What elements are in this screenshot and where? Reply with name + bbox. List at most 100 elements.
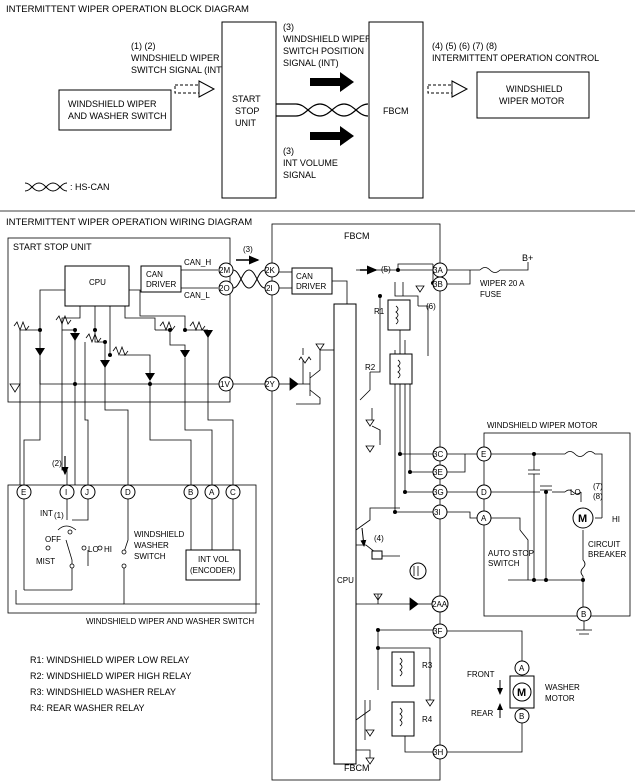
hs-can-legend-symbol [24,182,68,192]
terminal-2o-label: 2O [219,284,230,293]
hs-can-legend-label: : HS-CAN [70,182,110,192]
washer-motor-wiring [447,630,523,753]
num-2: (2) [52,459,62,468]
breaker-label-1: CIRCUIT [588,540,621,549]
wiper-motor-block-label-1: WINDSHIELD [506,84,563,94]
can-twisted-pair [232,269,266,289]
switch-terminal-d: D [125,488,131,497]
rear-label: REAR [471,709,493,718]
fbcm-can-driver [291,267,333,295]
fbcm-box [271,223,441,781]
motor-terminal-a: A [481,514,487,523]
ssu-resistors [13,314,206,357]
switch-lo-label: LO [88,545,99,554]
motor-terminal-b: B [581,610,586,619]
relay-r4-label: R4 [422,715,433,724]
num-8: (8) [593,492,603,501]
wiper-motor-block [476,71,590,119]
switch-block-label-1: WINDSHIELD WIPER [68,99,157,109]
pos-signal-label-1: WINDSHIELD WIPER [283,34,372,44]
relay-r2-label: R2 [365,363,376,372]
wiper-motor-block-label-2: WIPER MOTOR [499,96,565,106]
relay-r2 [389,353,413,385]
fbcm-cpu [333,303,357,765]
fbcm-block [368,21,424,199]
washer-terminal-b-label: B [519,712,524,721]
ssu-cpu [64,265,130,307]
ssu-label-3: UNIT [235,118,256,128]
can-num: (3) [243,245,253,254]
wiper-motor-wiring [447,451,603,635]
terminal-3c-label: 3C [433,450,443,459]
switch-int-label: INT [40,509,53,518]
bplus-label: B+ [522,253,533,263]
fbcm-label-bottom: FBCM [344,763,370,773]
fbcm-cpu-label: CPU [337,576,354,585]
wiper-motor-m: M [578,513,587,525]
washer-motor-m: M [517,687,526,699]
terminal-3b-label: 3B [433,280,443,289]
int-vol-encoder [185,549,241,581]
switch-block [58,89,172,131]
ssu-block [221,21,277,199]
terminal-3f-label: 3F [433,627,442,636]
num-5: (5) [381,265,391,274]
vol-signal-label-1: INT VOLUME [283,158,338,168]
terminal-3h-label: 3H [433,748,443,757]
terminal-3a-label: 3A [433,266,443,275]
ctrl-num: (4) (5) (6) (7) (8) [432,41,497,51]
washer-switch-label-3: SWITCH [134,552,166,561]
terminal-3g-label: 3G [433,488,444,497]
breaker-label-2: BREAKER [588,550,626,559]
fbcm-right-terminals: 3A 3B 3C 3E 3G 3I 2AA 3F 3H [431,262,449,760]
switch-off-label: OFF [45,535,61,544]
relay-r3-label: R3 [422,661,433,670]
relay-r1-label: R1 [374,307,385,316]
relay-legend-r4: R4: REAR WASHER RELAY [30,703,145,713]
switch-block-label-2: AND WASHER SWITCH [68,111,167,121]
wiring-diagram: INTERMITTENT WIPER OPERATION WIRING DIAG… [6,217,631,781]
fbcm-ic-small [371,550,383,560]
washer-motor-label-2: MOTOR [545,694,575,703]
fuse-label-2: FUSE [480,290,501,299]
washer-motor-symbol [512,682,532,702]
motor-lo-label: LO [570,488,581,497]
relay-r4 [391,701,415,737]
ssu-box [7,237,231,403]
relay-legend-r3: R3: WINDSHIELD WASHER RELAY [30,687,176,697]
fbcm-lower-circuits [355,507,433,758]
switch-signal-num: (1) (2) [131,41,156,51]
wiring-diagram-title: INTERMITTENT WIPER OPERATION WIRING DIAG… [6,217,252,228]
ssu-can-driver [140,265,182,293]
switch-terminal-a: A [209,488,215,497]
switch-hi-label: HI [104,545,112,554]
pos-signal-label-3: SIGNAL (INT) [283,58,339,68]
ssu-can-driver-label-1: CAN [146,270,163,279]
fbcm-can-driver-label-2: DRIVER [296,282,326,291]
can-l-label: CAN_L [184,291,210,300]
lin-arrow-1 [174,80,216,98]
washer-terminal-a [514,660,530,676]
terminal-2y-label: 2Y [265,380,275,389]
switch-mist-label: MIST [36,557,55,566]
block-diagram-title: INTERMITTENT WIPER OPERATION BLOCK DIAGR… [6,4,249,15]
relay-r1 [387,299,411,331]
lin-arrow-2 [427,80,469,98]
vol-signal-label-2: SIGNAL [283,170,316,180]
wiper-switch-caption: WINDSHIELD WIPER AND WASHER SWITCH [86,617,254,626]
relay-legend: R1: WINDSHIELD WIPER LOW RELAY R2: WINDS… [30,655,191,713]
pos-signal-label-2: SWITCH POSITION [283,46,364,56]
fuse-label-1: WIPER 20 A [480,279,525,288]
num-6: (6) [426,302,436,311]
num-1: (1) [54,511,64,520]
motor-hi-label: HI [612,515,620,524]
switch-terminal-e: E [21,488,26,497]
wiper-switch-box [7,484,257,614]
switch-terminal-b: B [188,488,193,497]
fbcm-label: FBCM [344,231,370,241]
ssu-to-switch-wiring [15,330,260,605]
terminal-3i-label: 3I [434,508,441,517]
relay-r3 [391,651,415,687]
vol-signal-arrow [310,126,354,146]
